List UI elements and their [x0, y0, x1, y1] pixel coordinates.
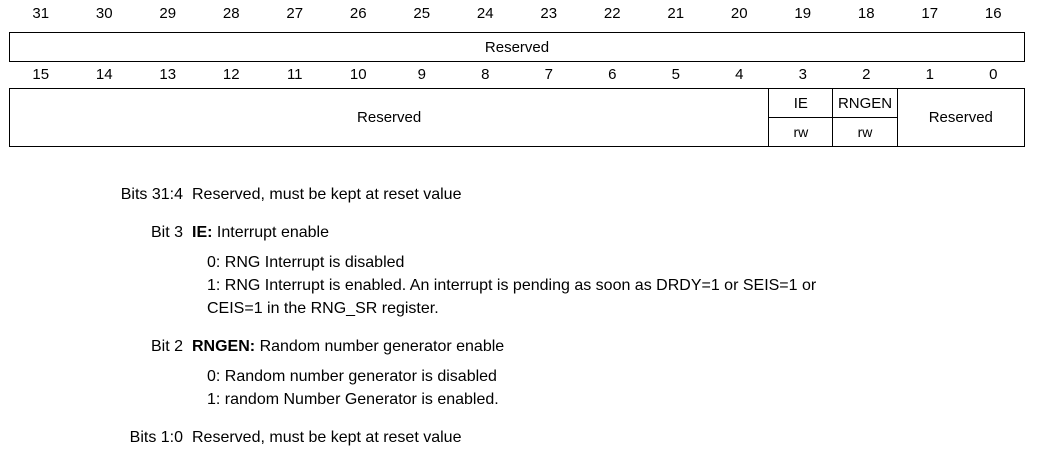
description-text: Reserved, must be kept at reset value: [192, 429, 462, 446]
bit-number: 8: [481, 66, 490, 83]
description-text: Reserved, must be kept at reset value: [192, 186, 462, 203]
bit-number: 16: [984, 5, 1002, 22]
bit-number: 11: [286, 66, 303, 83]
field-label: Reserved: [357, 109, 422, 126]
field-name: IE:: [192, 224, 213, 241]
bitfield-row-15-0: Reserved IE rw RNGEN rw Reserved: [9, 88, 1025, 147]
bit-range-label: Bits 31:4: [120, 186, 183, 203]
bit-number: 5: [671, 66, 680, 83]
bit-number: 15: [32, 66, 50, 83]
description-text: Interrupt enable: [216, 224, 329, 241]
field-label: IE: [769, 89, 833, 118]
field-reserved-15-4: Reserved: [10, 89, 768, 146]
field-reserved-31-16: Reserved: [484, 38, 550, 56]
bit-number: 0: [989, 66, 998, 83]
value-line: 0: Random number generator is disabled: [207, 368, 497, 385]
bit-number: 18: [857, 5, 875, 22]
bit-range-label: Bits 1:0: [129, 429, 183, 446]
desc-bit-3: Bit 3 IE: Interrupt enable 0: RNG Interr…: [0, 221, 1040, 320]
bit-range-label: Bit 2: [150, 338, 183, 355]
bit-number: 1: [925, 66, 934, 83]
bit-number: 29: [159, 5, 177, 22]
bit-number: 30: [95, 5, 113, 22]
field-ie: IE rw: [768, 89, 834, 146]
bit-number: 26: [349, 5, 367, 22]
bit-number: 25: [413, 5, 431, 22]
field-label: RNGEN: [833, 89, 897, 118]
bit-number: 6: [608, 66, 617, 83]
bit-number: 24: [476, 5, 494, 22]
bit-numbers-row-15-0: 15 14 13 12 11 10 9 8 7 6 5 4 3 2 1 0: [9, 66, 1025, 84]
bit-descriptions: Bits 31:4 Reserved, must be kept at rese…: [0, 183, 1040, 449]
bit-number: 3: [798, 66, 807, 83]
desc-bits-31-4: Bits 31:4 Reserved, must be kept at rese…: [0, 183, 1040, 206]
bit-range-label: Bit 3: [150, 224, 183, 241]
desc-bits-1-0: Bits 1:0 Reserved, must be kept at reset…: [0, 426, 1040, 449]
bit-number: 9: [417, 66, 426, 83]
bit-description-text: RNGEN: Random number generator enable 0:…: [192, 335, 504, 411]
field-name: RNGEN:: [192, 338, 256, 355]
bit-number: 28: [222, 5, 240, 22]
value-descriptions: 0: Random number generator is disabled 1…: [192, 365, 504, 411]
bit-number: 22: [603, 5, 621, 22]
bit-numbers-row-31-16: 31 30 29 28 27 26 25 24 23 22 21 20 19 1…: [9, 5, 1025, 23]
value-line: 1: random Number Generator is enabled.: [207, 391, 499, 408]
bit-number: 21: [667, 5, 685, 22]
bit-number: 13: [159, 66, 177, 83]
bit-number: 23: [540, 5, 558, 22]
field-access-type: rw: [857, 124, 873, 140]
bit-description-text: IE: Interrupt enable 0: RNG Interrupt is…: [192, 221, 816, 320]
field-reserved-1-0: Reserved: [898, 89, 1024, 146]
bit-number: 17: [921, 5, 939, 22]
bit-number: 7: [544, 66, 553, 83]
bit-number: 31: [32, 5, 50, 22]
bit-number: 4: [735, 66, 744, 83]
field-access-type: rw: [793, 124, 809, 140]
bit-number: 10: [349, 66, 367, 83]
value-line: CEIS=1 in the RNG_SR register.: [207, 300, 439, 317]
bitfield-row-31-16: Reserved: [9, 32, 1025, 62]
description-text: Random number generator enable: [259, 338, 505, 355]
value-line: 0: RNG Interrupt is disabled: [207, 254, 405, 271]
bit-description-text: Reserved, must be kept at reset value: [192, 183, 461, 206]
value-descriptions: 0: RNG Interrupt is disabled 1: RNG Inte…: [192, 251, 816, 320]
bit-number: 20: [730, 5, 748, 22]
bit-number: 14: [95, 66, 113, 83]
desc-bit-2: Bit 2 RNGEN: Random number generator ena…: [0, 335, 1040, 411]
bit-number: 19: [794, 5, 812, 22]
bit-description-text: Reserved, must be kept at reset value: [192, 426, 461, 449]
value-line: 1: RNG Interrupt is enabled. An interrup…: [207, 277, 817, 294]
bit-number: 2: [862, 66, 871, 83]
field-rngen: RNGEN rw: [833, 89, 898, 146]
bit-number: 27: [286, 5, 304, 22]
bit-number: 12: [222, 66, 240, 83]
field-label: Reserved: [928, 109, 993, 126]
